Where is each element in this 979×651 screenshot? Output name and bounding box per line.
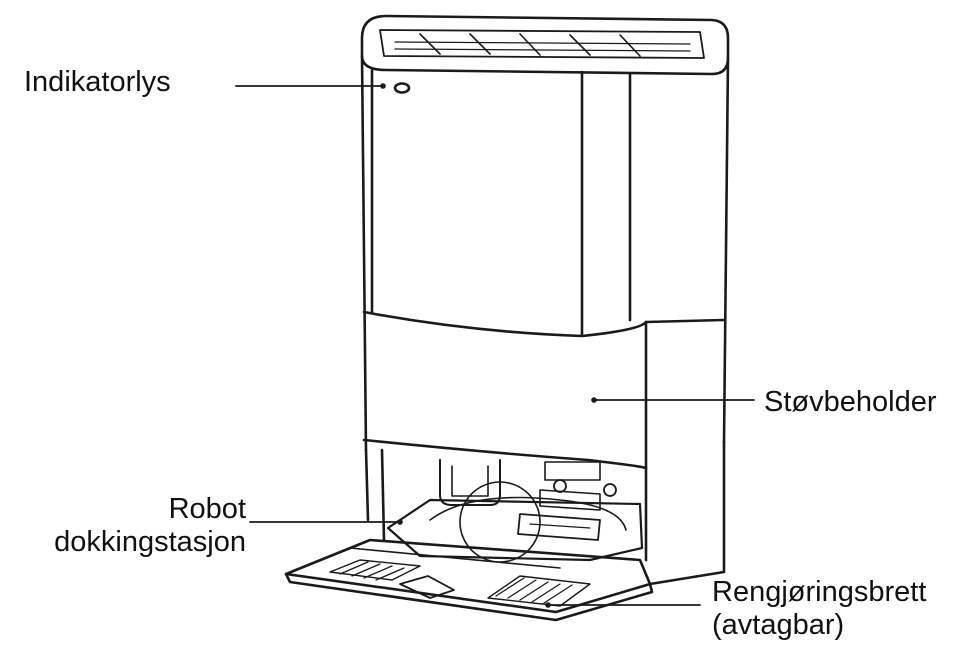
docking-base	[364, 440, 726, 586]
label-dust-bin: Støvbeholder	[764, 386, 937, 419]
leader-dot-dust-bin	[591, 397, 597, 403]
top-lid	[360, 14, 730, 76]
tower-body	[360, 54, 730, 452]
dust-bin	[362, 310, 726, 470]
cleaning-tray	[284, 538, 654, 622]
label-cleaning-tray: Rengjøringsbrett (avtagbar)	[712, 576, 926, 642]
leader-dot-dock	[397, 519, 403, 525]
label-indicator-light: Indikatorlys	[24, 66, 171, 99]
leader-dot-indicator	[380, 83, 386, 89]
label-robot-dock-line2: dokkingstasjon	[54, 526, 246, 558]
label-dust-bin-text: Støvbeholder	[764, 386, 937, 418]
label-robot-dock-line1: Robot	[168, 493, 246, 525]
label-indicator-text: Indikatorlys	[24, 66, 171, 98]
label-cleaning-tray-line2: (avtagbar)	[712, 609, 845, 641]
leader-dot-tray	[545, 602, 551, 608]
indicator-light	[393, 82, 411, 94]
label-cleaning-tray-line1: Rengjøringsbrett	[712, 576, 927, 608]
label-robot-dock: Robot dokkingstasjon	[54, 493, 246, 559]
